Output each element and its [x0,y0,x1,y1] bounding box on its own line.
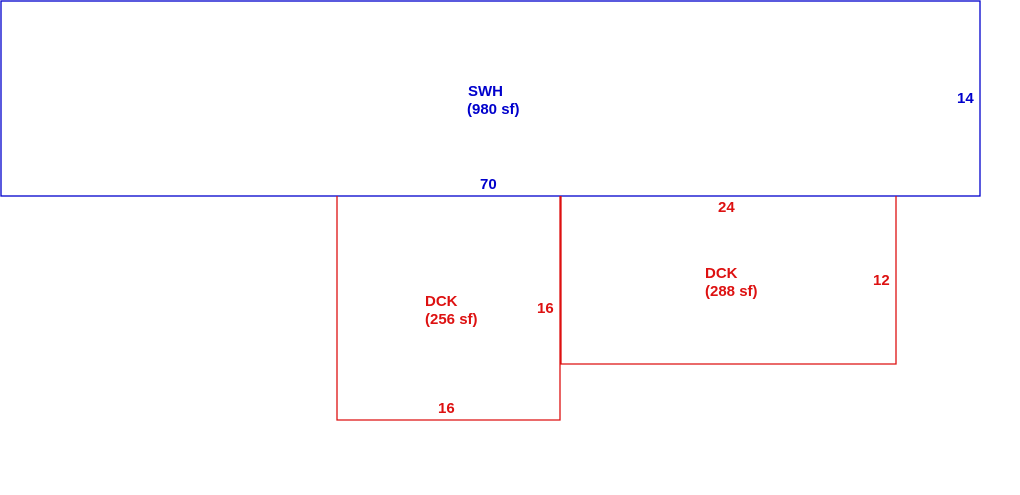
deck-left-outline [336,196,561,421]
swh-width-dimension: 70 [480,176,497,193]
deck-right-area-label: (288 sf) [705,283,758,300]
deck-left-area[interactable]: DCK (256 sf) 16 16 [336,196,561,421]
swh-outline [0,0,981,197]
deck-left-code-label: DCK [425,293,458,310]
swh-depth-dimension: 14 [957,90,974,107]
swh-code-label: SWH [468,83,503,100]
deck-right-code-label: DCK [705,265,738,282]
deck-left-area-label: (256 sf) [425,311,478,328]
deck-right-depth-dimension: 12 [873,272,890,289]
deck-right-width-dimension: 24 [718,199,735,216]
swh-area[interactable]: SWH (980 sf) 70 14 [0,0,981,197]
deck-left-width-dimension: 16 [438,400,455,417]
deck-left-depth-dimension: 16 [537,300,554,317]
swh-area-label: (980 sf) [467,101,520,118]
deck-right-outline [560,196,897,365]
deck-right-area[interactable]: DCK (288 sf) 24 12 [560,196,897,365]
